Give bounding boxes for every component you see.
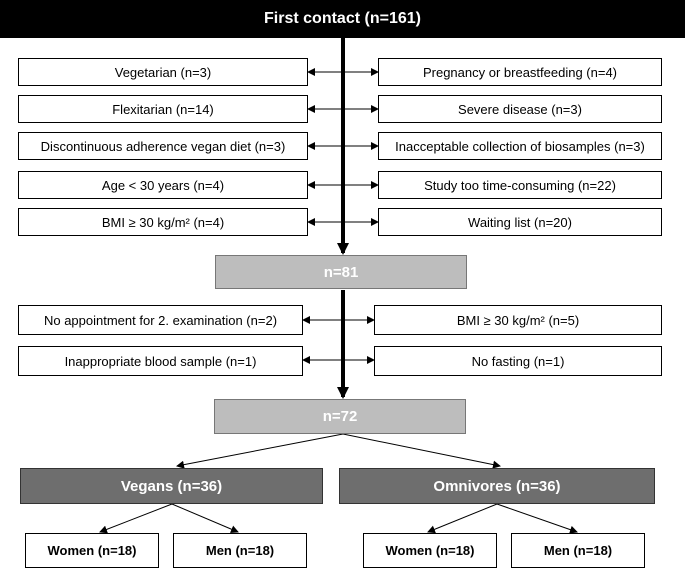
exclusion-right-7: No fasting (n=1) [374,346,662,376]
omnivores-men-box: Men (n=18) [511,533,645,568]
split-arrow-omnivores [342,433,501,469]
exclusion-right-5: Waiting list (n=20) [378,208,662,236]
exclusion-left-5: BMI ≥ 30 kg/m² (n=4) [18,208,308,236]
omnivores-group-box: Omnivores (n=36) [339,468,655,504]
omnivores-women-box: Women (n=18) [363,533,497,568]
split-arrow-vegans [176,433,344,469]
exclusion-right-4: Study too time-consuming (n=22) [378,171,662,199]
exclusion-right-1: Pregnancy or breastfeeding (n=4) [378,58,662,86]
exclusion-right-6: BMI ≥ 30 kg/m² (n=5) [374,305,662,335]
stage-n81-box: n=81 [215,255,467,289]
exclusion-right-2: Severe disease (n=3) [378,95,662,123]
exclusion-left-4: Age < 30 years (n=4) [18,171,308,199]
exclusion-left-6: No appointment for 2. examination (n=2) [18,305,303,335]
exclusion-left-2: Flexitarian (n=14) [18,95,308,123]
exclusion-left-1: Vegetarian (n=3) [18,58,308,86]
split-arrow-vegans-women [99,503,173,534]
split-arrow-vegans-men [171,503,239,533]
vegans-group-box: Vegans (n=36) [20,468,323,504]
stage-n72-box: n=72 [214,399,466,434]
exclusion-left-7: Inappropriate blood sample (n=1) [18,346,303,376]
exclusion-right-3: Inacceptable collection of biosamples (n… [378,132,662,160]
split-arrow-omnivores-men [496,503,578,534]
exclusion-left-3: Discontinuous adherence vegan diet (n=3) [18,132,308,160]
vegans-women-box: Women (n=18) [25,533,159,568]
first-contact-box: First contact (n=161) [0,0,685,38]
vegans-men-box: Men (n=18) [173,533,307,568]
split-arrow-omnivores-women [427,503,498,534]
